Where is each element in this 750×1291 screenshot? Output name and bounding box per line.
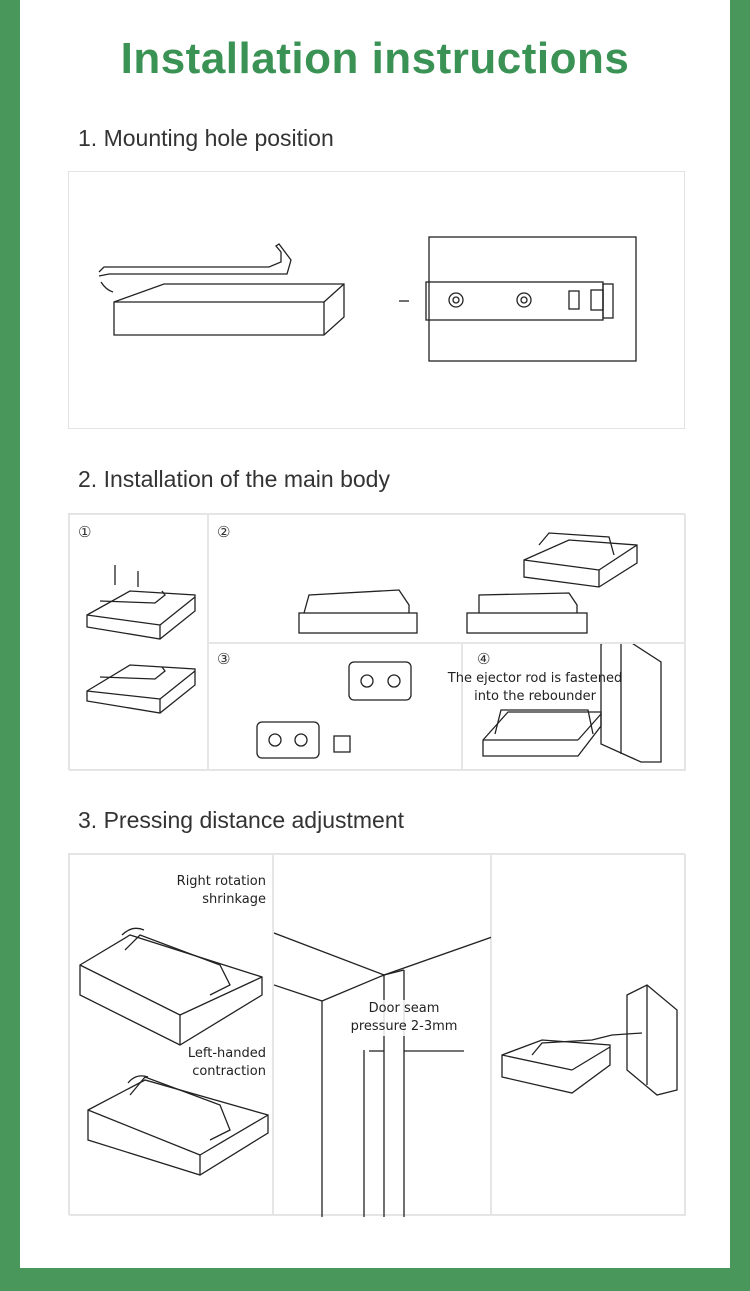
section-1-heading: 1. Mounting hole position (78, 125, 334, 151)
right-rotation-line-2: shrinkage (202, 892, 266, 907)
door-seam-line-2: pressure 2-3mm (350, 1019, 458, 1034)
door-seam-diagram (274, 932, 492, 1217)
step-4-number: ④ (477, 650, 491, 668)
step-4-diagram (482, 644, 662, 763)
rotation-cell: Right rotation shrinkage Left-handed con… (69, 854, 273, 1216)
step-2-cell: ② (208, 514, 686, 643)
step-3-cell: ③ (208, 643, 462, 771)
pressing-adjustment-panel: Right rotation shrinkage Left-handed con… (68, 853, 686, 1217)
step-4-caption-line-1: The ejector rod is fastened (447, 671, 623, 686)
section-3-heading: 3. Pressing distance adjustment (78, 807, 405, 833)
left-handed-label: Left-handed contraction (187, 1045, 266, 1081)
mounting-diagram (98, 236, 637, 362)
step-4-caption: The ejector rod is fastened into the reb… (435, 670, 635, 706)
door-seam-cell: Door seam pressure 2-3mm (273, 854, 492, 1217)
step-2-diagram (298, 532, 638, 634)
main-body-panel: ① ② ③ ④ The ej (68, 513, 686, 771)
step-4-caption-line-2: into the rebounder (474, 689, 596, 704)
rotation-diagram (79, 927, 269, 1176)
left-handed-line-1: Left-handed (187, 1046, 266, 1061)
step-1-diagram (86, 565, 196, 714)
step-1-cell: ① (69, 514, 208, 771)
section-2-heading: 2. Installation of the main body (78, 466, 390, 492)
left-handed-line-2: contraction (192, 1064, 266, 1079)
step-3-number: ③ (217, 650, 231, 668)
right-rotation-line-1: Right rotation (176, 874, 266, 889)
step-4-cell: ④ The ejector rod is fastened into the r… (448, 643, 686, 771)
step-2-number: ② (217, 523, 231, 541)
step-1-number: ① (78, 523, 92, 541)
installed-cell (491, 854, 686, 1216)
step-3-diagram (256, 661, 412, 759)
installed-diagram (501, 984, 678, 1096)
door-seam-line-1: Door seam (368, 1001, 440, 1016)
page-title: Installation instructions (120, 34, 630, 83)
right-rotation-label: Right rotation shrinkage (176, 873, 266, 909)
door-seam-label: Door seam pressure 2-3mm (349, 1000, 459, 1036)
mounting-hole-panel (68, 171, 685, 429)
